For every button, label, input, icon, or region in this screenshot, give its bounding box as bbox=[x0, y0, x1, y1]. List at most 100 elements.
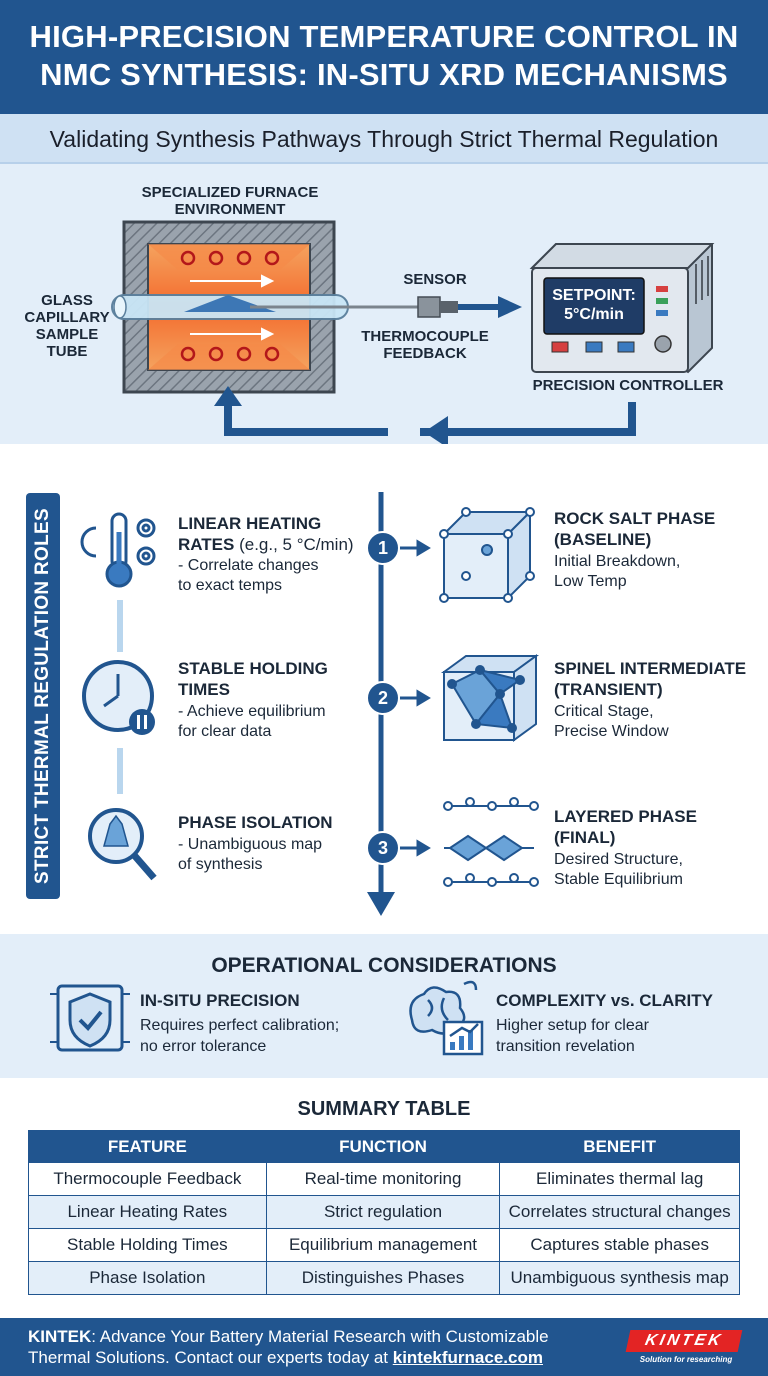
table-row: Stable Holding Times Equilibrium managem… bbox=[28, 1228, 740, 1262]
page-title: HIGH-PRECISION TEMPERATURE CONTROL IN NM… bbox=[0, 18, 768, 94]
thermocouple-label-line2: FEEDBACK bbox=[383, 345, 467, 362]
feedback-loop-arrow bbox=[224, 402, 636, 436]
capillary-label-line4: TUBE bbox=[46, 343, 88, 360]
table-cell: Correlates structural changes bbox=[499, 1195, 740, 1229]
roles-side-label: STRICT THERMAL REGULATION ROLES bbox=[26, 493, 60, 899]
layered-structure-icon bbox=[443, 797, 539, 887]
footer-brand: KINTEK bbox=[28, 1327, 92, 1346]
clock-icon bbox=[82, 660, 155, 735]
table-cell: Thermocouple Feedback bbox=[28, 1162, 267, 1196]
role-1-title: LINEAR HEATING RATES (e.g., 5 °C/min) bbox=[178, 513, 354, 555]
step-2-number: 2 bbox=[377, 688, 388, 708]
role-2-title: STABLE HOLDING TIMES bbox=[178, 658, 328, 700]
footer-text: KINTEK: Advance Your Battery Material Re… bbox=[28, 1326, 588, 1368]
role-1-title-line1: LINEAR HEATING bbox=[178, 514, 322, 533]
role-2-desc-line2: for clear data bbox=[178, 723, 272, 740]
table-cell: Phase Isolation bbox=[28, 1261, 267, 1295]
controller-label: PRECISION CONTROLLER bbox=[532, 377, 724, 394]
step-markers bbox=[366, 531, 400, 865]
subtitle-bar: Validating Synthesis Pathways Through St… bbox=[0, 114, 768, 164]
furnace-label-line2: ENVIRONMENT bbox=[174, 201, 286, 218]
table-row: Phase Isolation Distinguishes Phases Una… bbox=[28, 1261, 740, 1295]
role-1-desc: - Correlate changes to exact temps bbox=[178, 556, 319, 596]
ops-1-desc-line2: no error tolerance bbox=[140, 1038, 267, 1055]
role-2-desc: - Achieve equilibrium for clear data bbox=[178, 702, 326, 742]
spinel-structure-icon bbox=[440, 654, 540, 742]
phase-1-desc: Initial Breakdown, Low Temp bbox=[554, 552, 680, 592]
ops-1-title: IN-SITU PRECISION bbox=[140, 991, 300, 1010]
table-header-cell: FEATURE bbox=[28, 1130, 267, 1163]
ops-section bbox=[0, 934, 768, 1078]
rock-salt-cube-icon bbox=[439, 507, 535, 603]
table-cell: Real-time monitoring bbox=[265, 1162, 501, 1196]
thermometer-gears-icon bbox=[80, 512, 156, 588]
role-3-desc: - Unambiguous map of synthesis bbox=[178, 835, 322, 875]
subtitle: Validating Synthesis Pathways Through St… bbox=[49, 126, 719, 152]
roles-graphics bbox=[80, 492, 540, 916]
page-title-line1: HIGH-PRECISION TEMPERATURE CONTROL IN bbox=[29, 19, 739, 54]
phase-1-title: ROCK SALT PHASE (BASELINE) bbox=[554, 508, 715, 550]
capillary-label-line1: GLASS bbox=[41, 292, 93, 309]
phase-1-title-line2: (BASELINE) bbox=[554, 530, 652, 549]
summary-table: FEATURE FUNCTION BENEFIT Thermocouple Fe… bbox=[28, 1130, 740, 1295]
table-cell: Equilibrium management bbox=[265, 1228, 501, 1262]
phase-3-title-line2: (FINAL) bbox=[554, 828, 616, 847]
phase-1-title-line1: ROCK SALT PHASE bbox=[554, 509, 716, 528]
phase-2-title-line2: (TRANSIENT) bbox=[554, 680, 663, 699]
roles-section bbox=[0, 444, 768, 934]
brain-chart-icon bbox=[409, 980, 484, 1056]
role-1-title-suffix: (e.g., 5 °C/min) bbox=[234, 535, 354, 554]
table-cell: Unambiguous synthesis map bbox=[499, 1261, 740, 1295]
feedback-arrowheads bbox=[214, 386, 448, 444]
sensor-label: SENSOR bbox=[403, 271, 467, 288]
role-1-title-line2: RATES bbox=[178, 535, 235, 554]
role-3-desc-line1: - Unambiguous map bbox=[178, 836, 323, 853]
step-arrows bbox=[400, 539, 431, 857]
capillary-label-line2: CAPILLARY bbox=[24, 309, 110, 326]
table-row: Thermocouple Feedback Real-time monitori… bbox=[28, 1162, 740, 1196]
phase-2-desc-line1: Critical Stage, bbox=[554, 703, 654, 720]
kintek-logo[interactable]: KINTEK bbox=[625, 1330, 743, 1352]
phase-3-desc: Desired Structure, Stable Equilibrium bbox=[554, 850, 683, 890]
role-3-title: PHASE ISOLATION bbox=[178, 813, 333, 832]
furnace-diagram: SPECIALIZED FURNACE ENVIRONMENT GLASS CA… bbox=[0, 164, 768, 444]
ops-2-title: COMPLEXITY vs. CLARITY bbox=[496, 991, 713, 1010]
furnace-label-line1: SPECIALIZED FURNACE bbox=[141, 184, 319, 201]
phase-3-title: LAYERED PHASE (FINAL) bbox=[554, 806, 697, 848]
roles-side-text: STRICT THERMAL REGULATION ROLES bbox=[32, 508, 53, 884]
thermocouple-label: THERMOCOUPLE FEEDBACK bbox=[360, 328, 490, 362]
setpoint-display-line1: SETPOINT: bbox=[552, 287, 636, 304]
role-3-desc-line2: of synthesis bbox=[178, 856, 263, 873]
role-1-desc-line2: to exact temps bbox=[178, 577, 283, 594]
ops-1-desc: Requires perfect calibration; no error t… bbox=[140, 1015, 339, 1057]
ops-2-desc-line1: Higher setup for clear bbox=[496, 1017, 649, 1034]
table-cell: Captures stable phases bbox=[499, 1228, 740, 1262]
footer: KINTEK: Advance Your Battery Material Re… bbox=[0, 1318, 768, 1376]
furnace-diagram-svg bbox=[111, 220, 715, 444]
phase-1-desc-line2: Low Temp bbox=[554, 573, 627, 590]
phase-1-desc-line1: Initial Breakdown, bbox=[554, 553, 681, 570]
phase-2-title-line1: SPINEL INTERMEDIATE bbox=[554, 659, 747, 678]
table-cell: Distinguishes Phases bbox=[265, 1261, 501, 1295]
page-title-line2: NMC SYNTHESIS: IN-SITU XRD MECHANISMS bbox=[40, 57, 728, 92]
table-header-cell: BENEFIT bbox=[499, 1130, 740, 1163]
shield-check-icon bbox=[50, 984, 130, 1052]
role-2-title-line2: TIMES bbox=[178, 680, 230, 699]
logo-tagline: Solution for researching bbox=[639, 1355, 733, 1364]
ops-graphics bbox=[50, 980, 484, 1056]
phase-3-title-line1: LAYERED PHASE bbox=[554, 807, 697, 826]
thermocouple-sensor-icon bbox=[250, 296, 522, 318]
setpoint-display-line2: 5°C/min bbox=[564, 306, 624, 323]
phase-3-desc-line2: Stable Equilibrium bbox=[554, 871, 683, 888]
ops-2-desc-line2: transition revelation bbox=[496, 1038, 635, 1055]
magnifier-crystal-icon bbox=[88, 808, 157, 881]
table-cell: Eliminates thermal lag bbox=[499, 1162, 740, 1196]
ops-2-desc: Higher setup for clear transition revela… bbox=[496, 1015, 649, 1057]
footer-link[interactable]: kintekfurnace.com bbox=[392, 1348, 543, 1367]
role-2-title-line1: STABLE HOLDING bbox=[178, 659, 328, 678]
step-1-number: 1 bbox=[377, 538, 388, 558]
phase-2-desc: Critical Stage, Precise Window bbox=[554, 702, 669, 742]
setpoint-display: SETPOINT: 5°C/min bbox=[544, 286, 644, 324]
step-3-number: 3 bbox=[377, 838, 388, 858]
phase-2-title: SPINEL INTERMEDIATE (TRANSIENT) bbox=[554, 658, 746, 700]
